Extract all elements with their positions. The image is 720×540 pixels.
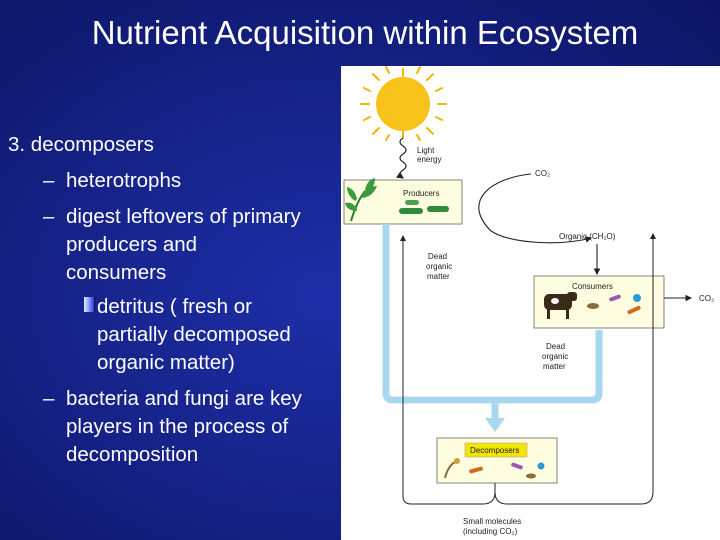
- dash-bullet: –: [43, 387, 55, 410]
- dead-organic-right-3: matter: [543, 362, 566, 371]
- dead-organic-left-3: matter: [427, 272, 450, 281]
- dash-bullet: –: [43, 205, 55, 228]
- slide-title: Nutrient Acquisition within Ecosystem: [91, 14, 639, 51]
- bullet-bacteria-line-3: decomposition: [66, 443, 199, 466]
- decomposers-label: Decomposers: [470, 446, 519, 455]
- bullet-list: 3. decomposers – heterotrophs – digest l…: [0, 0, 345, 540]
- fungi-bacteria-icon: [444, 458, 545, 479]
- sun-icon: [360, 66, 447, 141]
- consumers-label: Consumers: [572, 282, 613, 291]
- sub-bullet-line-3: organic matter): [97, 351, 235, 374]
- bullet-digest-line-1: digest leftovers of primary: [66, 205, 301, 228]
- plant-icon: [345, 178, 377, 222]
- algae-icon: [399, 200, 449, 214]
- light-energy-label-1: Light: [417, 146, 435, 155]
- producers-panel: [343, 179, 463, 225]
- sub-bullet-line-1: detritus ( fresh or: [97, 295, 252, 318]
- producers-label: Producers: [403, 189, 439, 198]
- light-energy-arrow: [396, 137, 407, 179]
- dash-bullet: –: [43, 169, 55, 192]
- small-molecules-return-arrow: [400, 235, 496, 505]
- cow-icon: [544, 292, 577, 319]
- small-molecules-label-2: (including CO₂): [463, 527, 518, 536]
- small-molecules-label-1: Small molecules: [463, 517, 521, 526]
- dead-organic-right-2: organic: [542, 352, 568, 361]
- sub-bullet-line-2: partially decomposed: [97, 323, 291, 346]
- light-energy-label-2: energy: [417, 155, 441, 164]
- dead-organic-left-1: Dead: [428, 252, 447, 261]
- square-bullet-icon: [84, 297, 94, 312]
- dead-organic-left-2: organic: [426, 262, 452, 271]
- bullet-digest-line-2: producers and: [66, 233, 198, 256]
- organic-label: Organic (CH₂O): [559, 232, 616, 241]
- microbes-icon: [587, 294, 641, 315]
- co2-right-label: CO₂: [699, 294, 714, 303]
- dead-matter-flow-arrow: [382, 224, 603, 432]
- bullet-heading: 3. decomposers: [8, 133, 154, 156]
- co2-top-label: CO₂: [535, 169, 550, 178]
- bullet-heterotrophs: heterotrophs: [66, 169, 182, 192]
- nutrient-cycle-diagram: Light energy Producers CO₂ Organic (CH₂O…: [341, 66, 720, 540]
- co2-arc-arrow: [478, 173, 593, 244]
- bullet-bacteria-line-2: players in the process of: [66, 415, 289, 438]
- dead-organic-right-1: Dead: [546, 342, 565, 351]
- bullet-digest-line-3: consumers: [66, 261, 167, 284]
- bullet-bacteria-line-1: bacteria and fungi are key: [66, 387, 302, 410]
